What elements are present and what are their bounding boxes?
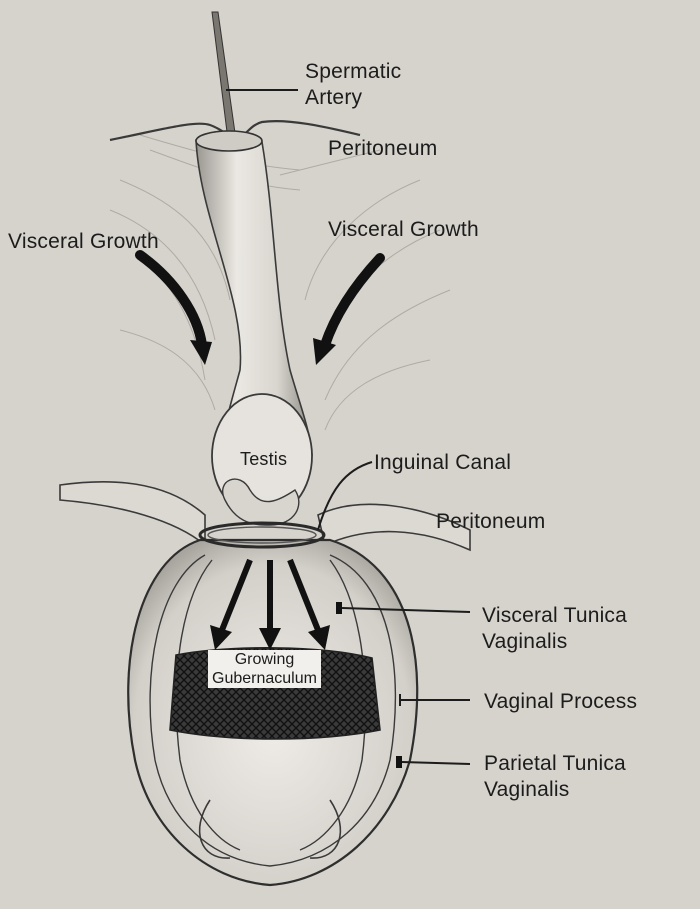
inguinal-ring (198, 521, 326, 549)
parietal-tunica-line (149, 554, 397, 867)
inguinal-ring-inner (207, 526, 317, 544)
parietal-tunica-marker (396, 756, 402, 768)
visceral-growth-arrow-right (313, 253, 385, 365)
cord-opening (195, 130, 263, 152)
inner-fold-left (198, 799, 231, 859)
descent-arrows (210, 558, 330, 650)
label-spermatic-artery-1: Spermatic (305, 60, 402, 83)
peritoneum-right-wing (317, 503, 471, 552)
label-visceral-growth-left: Visceral Growth (8, 230, 159, 253)
peritoneum-left-wing (59, 480, 206, 547)
label-parietal-tunica-1: Parietal Tunica (484, 752, 626, 775)
label-growing-gubernaculum: Growing Gubernaculum (208, 650, 321, 688)
label-visceral-tunica-1: Visceral Tunica (482, 604, 628, 627)
spermatic-artery-line (211, 11, 237, 141)
visceral-tunica-line (175, 559, 367, 851)
label-peritoneum-mid: Peritoneum (436, 510, 546, 533)
label-growing: Growing (234, 651, 295, 668)
label-visceral-tunica-2: Vaginalis (482, 630, 568, 653)
label-vaginal-process: Vaginal Process (484, 690, 638, 713)
label-testis: Testis (240, 449, 288, 469)
label-peritoneum-top: Peritoneum (328, 137, 438, 160)
leader-lines (226, 89, 471, 765)
label-gubernaculum: Gubernaculum (212, 670, 317, 687)
label-inguinal-canal: Inguinal Canal (374, 451, 512, 474)
abdominal-wall-shading (109, 134, 451, 431)
visceral-growth-arrow-left (135, 250, 212, 365)
label-visceral-growth-right: Visceral Growth (328, 218, 479, 241)
visceral-tunica-marker (336, 602, 342, 614)
inner-fold-right (309, 799, 342, 859)
label-parietal-tunica-2: Vaginalis (484, 778, 570, 801)
label-spermatic-artery-2: Artery (305, 86, 363, 109)
